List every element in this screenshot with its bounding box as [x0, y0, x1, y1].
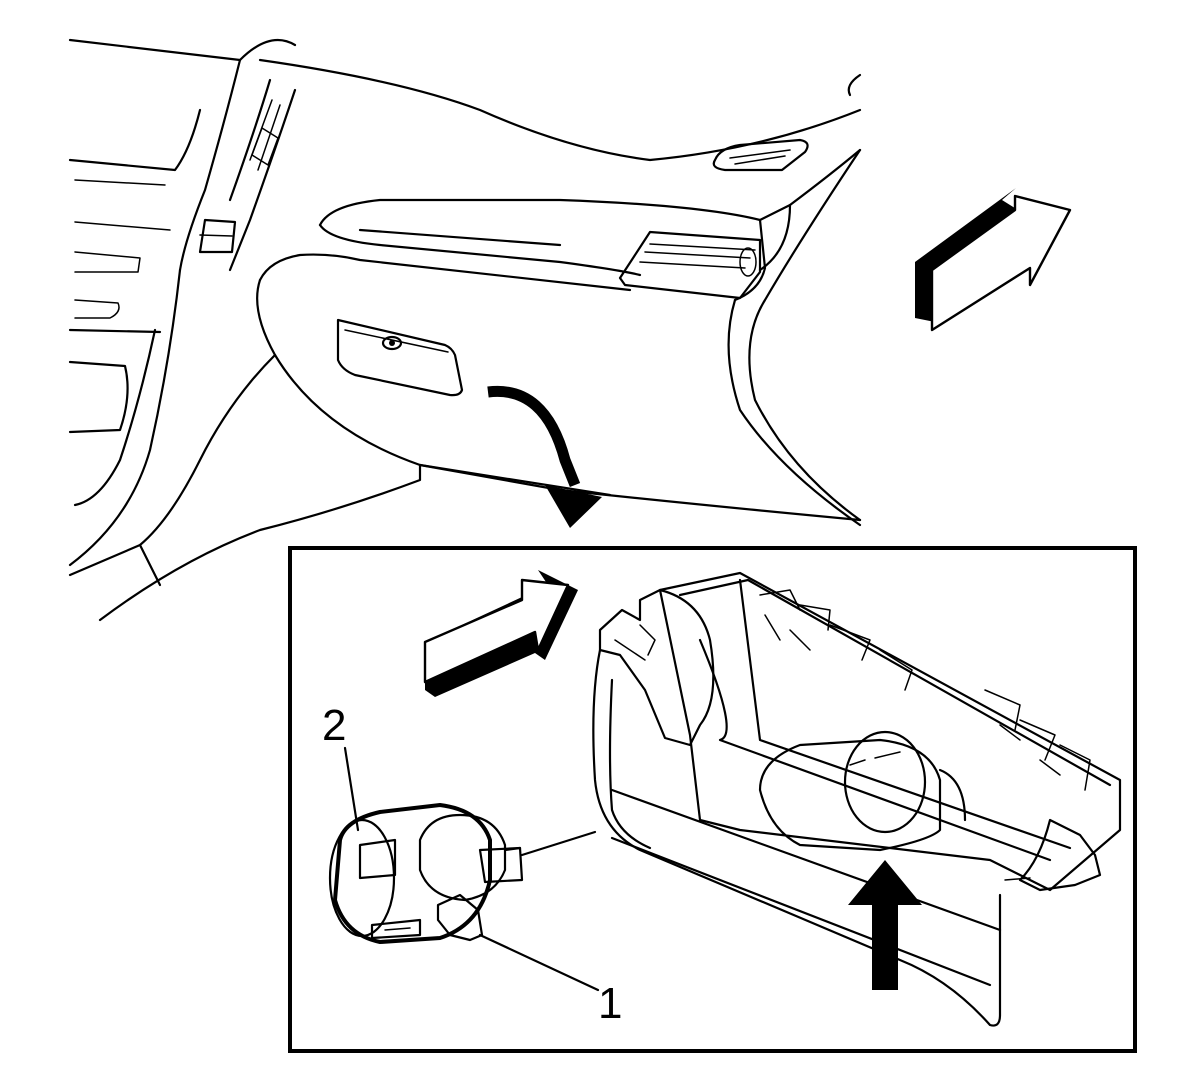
callout-leaders	[343, 746, 600, 992]
switch-housing	[598, 571, 1122, 892]
dashboard-top-panel	[258, 58, 862, 527]
lower-dash-trim	[68, 353, 422, 622]
inset-frame	[288, 546, 1137, 1053]
callout-2-leader	[343, 746, 360, 832]
glove-box-switch	[328, 803, 597, 944]
arrow-forward-icon	[915, 188, 1072, 332]
glove-box-panel	[592, 648, 1002, 1027]
callout-2-label: 2	[322, 701, 346, 750]
arrow-forward-icon	[423, 570, 578, 697]
center-console	[68, 38, 297, 567]
detail-inset: 2 1	[288, 546, 1137, 1053]
callout-1-leader	[478, 933, 600, 992]
arrow-up-icon	[848, 860, 922, 990]
arrow-down-curved-icon	[487, 385, 602, 528]
callout-1-label: 1	[598, 979, 622, 1028]
glove-box	[256, 253, 862, 522]
dashboard-overview	[68, 38, 1072, 622]
